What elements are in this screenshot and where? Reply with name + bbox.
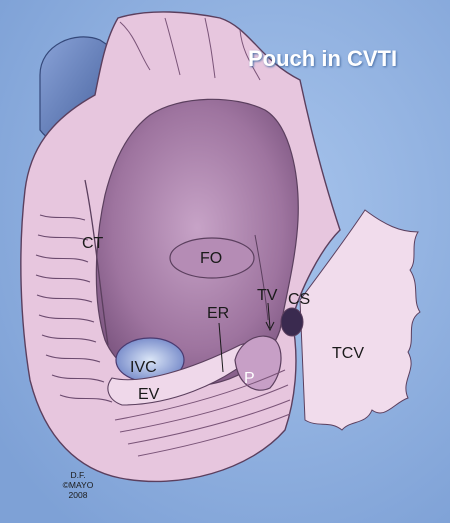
diagram-title: Pouch in CVTI [248,46,398,71]
tendon-of-todaro [254,234,269,321]
tv-pointer-head [265,321,275,332]
label-ct: CT [82,235,104,252]
fossa-ovalis [169,237,255,279]
label-ivc: IVC [130,359,157,376]
label-cs: CS [288,291,310,308]
coronary-sinus-ostium [280,307,304,337]
tricuspid-valve-flap [299,209,421,431]
credit-line-3: 2008 [68,490,88,500]
isthmus-ridges [114,369,291,457]
label-ev: EV [138,386,160,403]
credit-line-2: ©MAYO [62,480,94,490]
label-er: ER [207,305,229,322]
artist-credit: D.F. ©MAYO 2008 [58,470,98,500]
label-tcv: TCV [332,345,364,362]
er-pointer [218,322,224,373]
crista-terminalis [84,179,109,346]
credit-line-1: D.F. [70,470,86,480]
label-p: P [244,370,255,387]
label-tv: TV [257,287,278,304]
wall-folds [119,17,261,81]
label-fo: FO [200,250,222,267]
tv-pointer [267,302,271,329]
pectinate-muscles [35,214,113,403]
